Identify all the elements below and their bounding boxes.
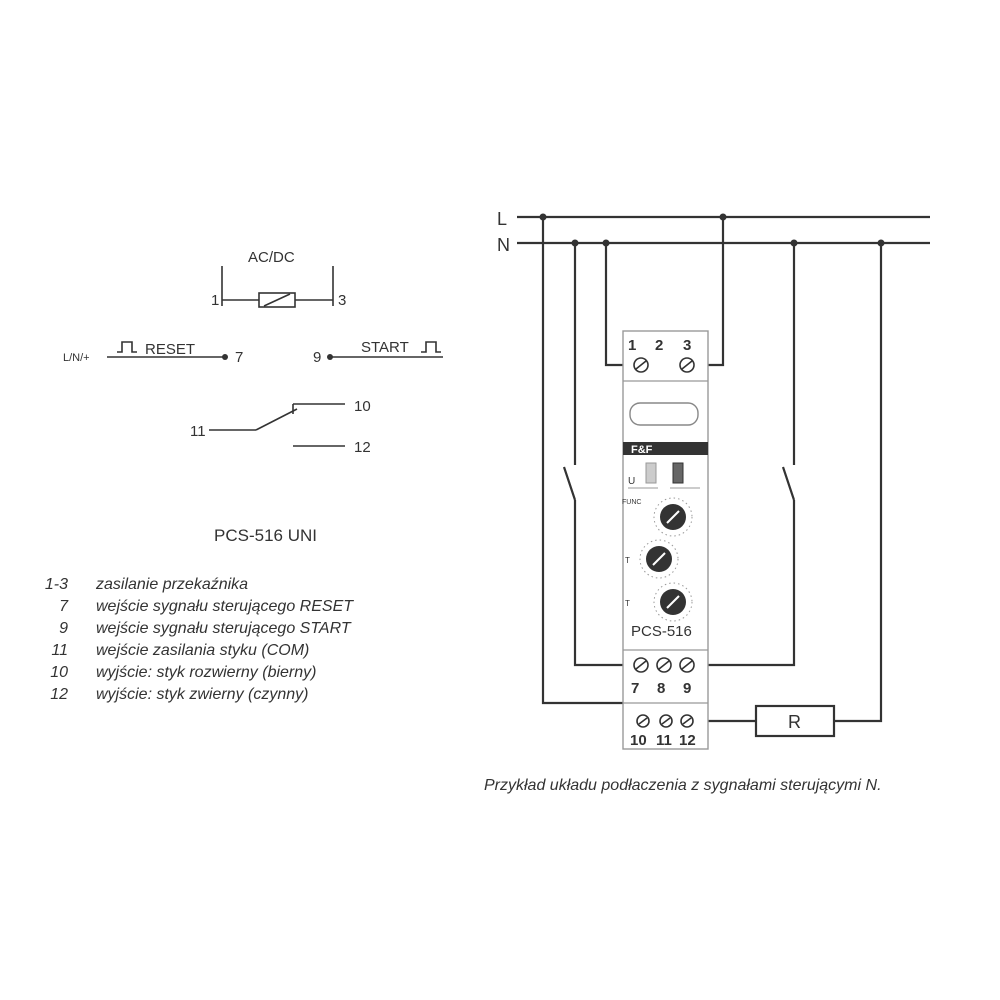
line-N-label: N	[497, 235, 510, 255]
legend-num: 7	[59, 598, 68, 615]
supply-label: AC/DC	[248, 249, 295, 266]
t1-label: T	[625, 556, 630, 565]
terminal-3-label: 3	[338, 292, 346, 309]
terminal-9-label: 9	[313, 349, 321, 366]
bot-terminal-12: 12	[679, 732, 696, 749]
relay-symbol: AC/DC 1 3 L/N/+ RESET 7 9 START 10 11 12…	[63, 249, 443, 545]
legend-row: 9 wejście sygnału sterującego START	[30, 618, 353, 640]
func-label: FUNC	[622, 499, 641, 506]
mid-terminal-8: 8	[657, 680, 665, 697]
resistor-load	[754, 704, 836, 738]
legend-desc: wyjście: styk zwierny (czynny)	[96, 686, 309, 703]
reset-pushbutton	[562, 466, 577, 501]
top-terminal-3: 3	[683, 337, 691, 354]
model-label: PCS-516 UNI	[214, 526, 317, 545]
bot-terminal-11: 11	[656, 732, 672, 749]
terminal-11-label: 11	[190, 423, 206, 440]
led-u-label: U	[628, 476, 635, 487]
legend-num: 12	[50, 686, 68, 703]
lnplus-label: L/N/+	[63, 352, 90, 364]
led-out	[672, 462, 684, 484]
legend-desc: wejście zasilania styku (COM)	[96, 642, 310, 659]
top-terminal-1: 1	[628, 337, 636, 354]
legend-desc: wyjście: styk rozwierny (bierny)	[96, 664, 317, 681]
resistor-label: R	[788, 712, 801, 732]
line-L-label: L	[497, 209, 507, 229]
terminal-7-dot	[222, 354, 228, 360]
wiring-caption: Przykład układu podłaczenia z sygnałami …	[484, 777, 882, 794]
legend-row: 10 wyjście: styk rozwierny (bierny)	[30, 662, 353, 684]
terminal-7-label: 7	[235, 349, 243, 366]
start-label: START	[361, 339, 409, 356]
legend-num: 1-3	[44, 576, 68, 593]
t2-label: T	[625, 599, 630, 608]
legend-row: 11 wejście zasilania styku (COM)	[30, 640, 353, 662]
terminal-12-label: 12	[354, 439, 371, 456]
legend-num: 9	[59, 620, 68, 637]
bot-terminal-10: 10	[630, 732, 647, 749]
relay-device: 1 2 3 F&F U FUNC T	[622, 330, 709, 750]
legend-row: 7 wejście sygnału sterującego RESET	[30, 596, 353, 618]
legend-num: 11	[51, 642, 68, 659]
mid-terminal-7: 7	[631, 680, 639, 697]
legend-num: 10	[50, 664, 68, 681]
top-terminal-2: 2	[655, 337, 663, 354]
mid-terminal-9: 9	[683, 680, 691, 697]
terminal-10-label: 10	[354, 398, 371, 415]
start-pushbutton	[781, 466, 796, 501]
contact-lever	[255, 408, 298, 431]
led-u	[645, 462, 657, 484]
legend-desc: wejście sygnału sterującego RESET	[96, 598, 354, 615]
device-name: PCS-516	[631, 623, 692, 640]
reset-label: RESET	[145, 341, 195, 358]
terminal-legend: 1-3 zasilanie przekaźnika 7 wejście sygnał…	[30, 574, 353, 706]
terminal-1-label: 1	[211, 292, 219, 309]
legend-row: 1-3 zasilanie przekaźnika	[30, 574, 353, 596]
legend-desc: zasilanie przekaźnika	[96, 576, 249, 593]
legend-row: 12 wyjście: styk zwierny (czynny)	[30, 684, 353, 706]
wiring-example: L N R 1 2	[497, 209, 930, 750]
legend-desc: wejście sygnału sterującego START	[96, 620, 351, 637]
brand-logo: F&F	[631, 444, 653, 456]
